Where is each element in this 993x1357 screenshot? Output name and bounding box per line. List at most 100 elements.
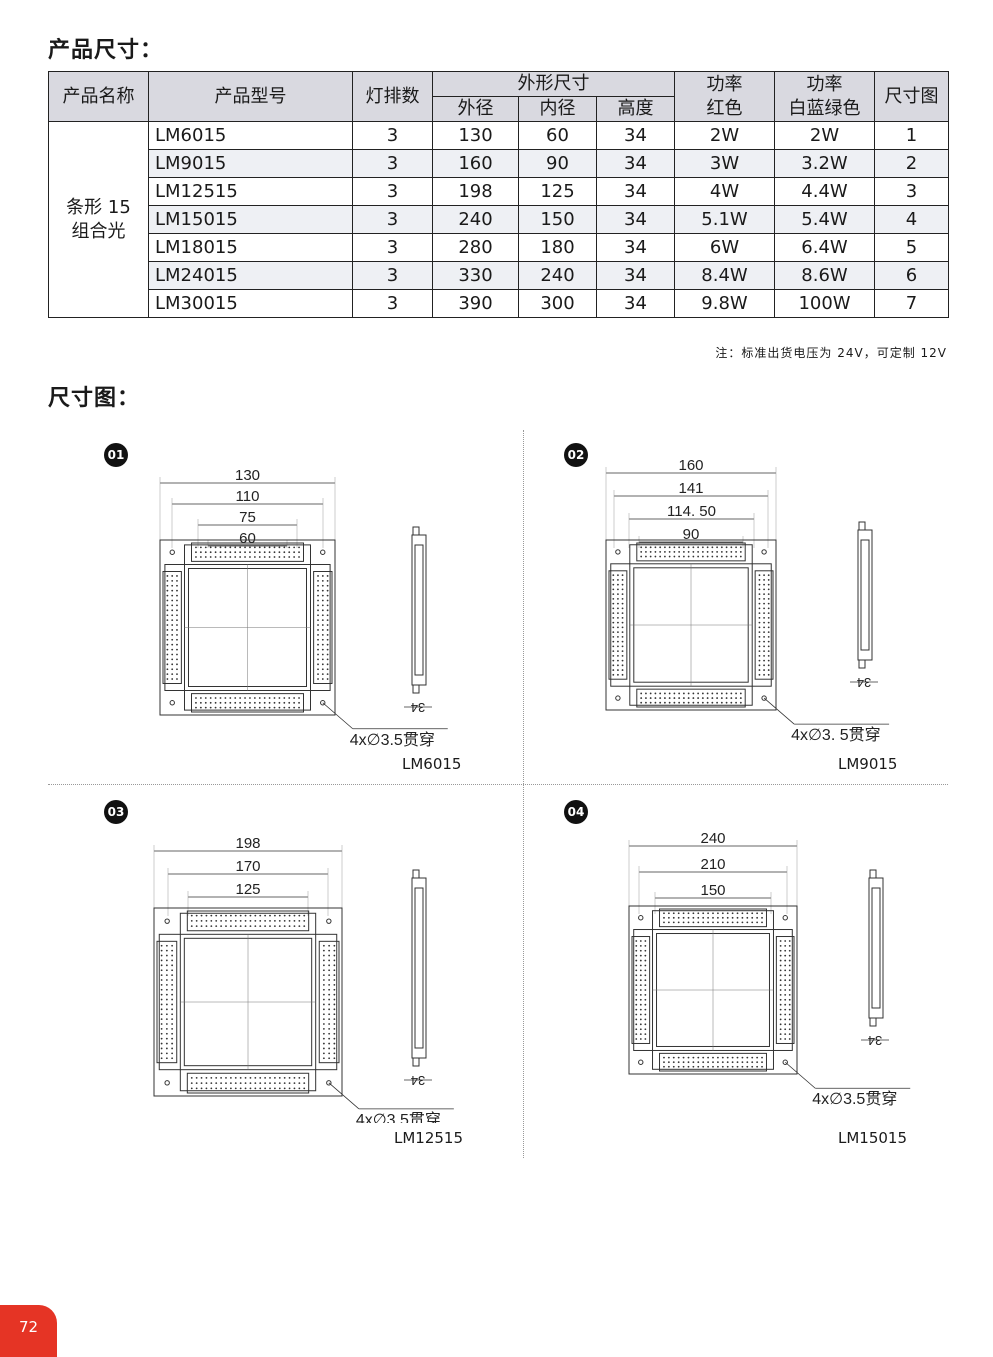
hole-callout: 4x∅3.5贯穿	[350, 731, 435, 749]
led-bar-left	[631, 936, 651, 1044]
hole-leader	[328, 1082, 360, 1110]
led-bar-bottom	[636, 688, 746, 708]
light-frame-outline	[159, 539, 336, 716]
cell-inner: 150	[518, 205, 597, 234]
drawing-badge-01: 01	[104, 443, 128, 467]
side-view-inner	[414, 887, 424, 1049]
side-view-connector-bottom	[858, 659, 866, 669]
dimension-label: 114. 50	[667, 503, 716, 520]
mounting-hole	[761, 549, 767, 555]
cell-outer: 240	[432, 205, 519, 234]
hole-callout: 4x∅3.5贯穿	[356, 1111, 441, 1123]
mounting-hole	[169, 700, 175, 706]
header-dims: 外形尺寸	[431, 71, 676, 97]
cell-wbg: 2W	[774, 121, 876, 150]
led-array	[195, 697, 300, 709]
header-height: 高度	[595, 96, 676, 122]
dimension-label: 198	[235, 835, 260, 852]
header-power-red: 功率 红色	[674, 71, 776, 122]
led-bar-bottom	[186, 1072, 310, 1094]
cell-rows: 3	[352, 261, 433, 290]
dimension-label: 110	[236, 488, 260, 505]
hole-callout: 4x∅3. 5贯穿	[791, 726, 881, 744]
cell-height: 34	[595, 177, 676, 206]
led-bar-bottom	[191, 693, 304, 713]
led-bar-top	[186, 910, 310, 932]
side-view-connector-top	[412, 526, 420, 536]
cell-rows: 3	[352, 205, 433, 234]
led-bar-right	[318, 940, 340, 1064]
led-array	[190, 914, 306, 928]
side-view-body	[868, 877, 884, 1019]
header-power-wbg-line2: 白蓝绿色	[788, 97, 861, 119]
led-array	[640, 546, 742, 558]
side-dimension-label: 34	[411, 700, 425, 715]
led-array	[635, 940, 647, 1040]
header-model: 产品型号	[148, 71, 353, 122]
side-view-connector-top	[858, 521, 866, 531]
cell-red: 3W	[674, 149, 776, 178]
led-array	[160, 944, 174, 1060]
header-power-red-line2: 红色	[706, 97, 743, 119]
side-view-connector-bottom	[869, 1017, 877, 1027]
mounting-hole	[782, 1059, 788, 1065]
cell-red: 8.4W	[674, 261, 776, 290]
hole-leader	[763, 697, 795, 725]
led-array	[758, 574, 770, 676]
drawing-divider-vertical	[523, 430, 524, 1158]
side-view-connector-top	[412, 869, 420, 879]
led-array	[779, 940, 791, 1040]
mounting-hole	[326, 918, 332, 924]
side-view-connector-bottom	[412, 1057, 420, 1067]
dimension-label: 141	[678, 480, 703, 497]
cell-inner: 240	[518, 261, 597, 290]
side-dimension-label: 34	[857, 675, 871, 690]
led-array	[640, 692, 742, 704]
mounting-hole	[320, 549, 326, 555]
side-dimension-label: 34	[411, 1073, 425, 1088]
cell-rows: 3	[352, 177, 433, 206]
cell-inner: 60	[518, 121, 597, 150]
hole-leader	[784, 1061, 816, 1089]
led-bar-top	[659, 908, 767, 928]
header-outer: 外径	[432, 96, 519, 122]
dimension-label: 130	[235, 467, 260, 484]
product-name-line1: 条形 15	[66, 196, 131, 218]
cell-inner: 125	[518, 177, 597, 206]
cell-rows: 3	[352, 149, 433, 178]
cell-outer: 390	[432, 289, 519, 318]
light-frame-outline	[628, 905, 798, 1075]
dimension-label: 240	[700, 830, 725, 847]
cell-red: 6W	[674, 233, 776, 262]
header-power-wbg: 功率 白蓝绿色	[774, 71, 876, 122]
mounting-hole	[320, 700, 326, 706]
led-array	[322, 944, 336, 1060]
side-view-inner	[860, 539, 870, 651]
cell-wbg: 6.4W	[774, 233, 876, 262]
dimension-label: 75	[239, 509, 256, 526]
product-name-line2: 组合光	[71, 220, 126, 242]
cell-wbg: 5.4W	[774, 205, 876, 234]
cell-fig: 4	[874, 205, 950, 234]
cell-height: 34	[595, 121, 676, 150]
side-view-body	[411, 877, 427, 1059]
dimension-label: 125	[235, 881, 260, 898]
dimension-label: 150	[700, 882, 725, 899]
light-frame-outline	[605, 539, 777, 711]
header-fig: 尺寸图	[874, 71, 950, 122]
led-bar-right	[313, 571, 333, 684]
cell-fig: 3	[874, 177, 950, 206]
led-bar-top	[191, 542, 304, 562]
led-array	[612, 574, 624, 676]
mounting-hole	[169, 549, 175, 555]
cell-model: LM18015	[148, 233, 353, 262]
hole-leader	[322, 702, 354, 730]
drawing-badge-02: 02	[564, 443, 588, 467]
cell-outer: 198	[432, 177, 519, 206]
cell-wbg: 3.2W	[774, 149, 876, 178]
